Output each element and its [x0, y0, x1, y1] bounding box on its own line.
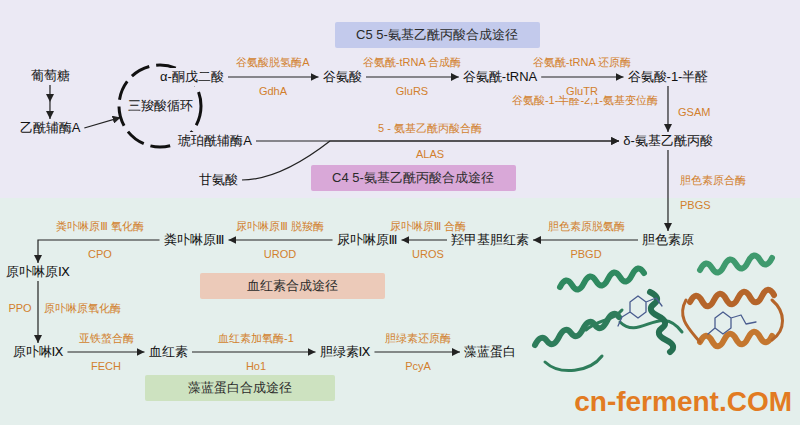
- metabolite: 胆绿素Ⅸ: [316, 343, 375, 361]
- node-text: 血红素合成途径: [247, 278, 338, 294]
- node-text: 血红素: [149, 344, 188, 359]
- enzyme-abbrev: GluRS: [394, 85, 430, 98]
- node-text: 谷氨酸-1-半醛: [628, 69, 709, 84]
- enzyme-label: 胆绿素还原酶: [383, 332, 453, 345]
- enzyme-label: 谷氨酰-tRNA 还原酶: [531, 56, 633, 69]
- enzyme-abbrev: UROD: [262, 248, 298, 261]
- enzyme-label: 谷氨酰-tRNA 合成酶: [361, 56, 463, 69]
- enzyme-label: 胆色素原合酶: [678, 174, 748, 187]
- arrow-connector: [228, 76, 319, 77]
- node-text: 乙酰辅酶A: [20, 120, 81, 135]
- node-text: C5 5-氨基乙酰丙酸合成途径: [356, 27, 518, 43]
- arrow-connector: [192, 351, 316, 352]
- enzyme-abbrev: PcyA: [403, 360, 433, 373]
- arrow-connector: [67, 351, 144, 352]
- enzyme-label: 谷氨酸脱氢酶A: [234, 56, 311, 69]
- arrow-connector: [228, 239, 332, 240]
- arrow-connector: [533, 239, 638, 240]
- enzyme-abbrev: FECH: [89, 360, 123, 373]
- metabolite: 尿卟啉原Ⅲ: [333, 231, 402, 249]
- metabolite: 葡萄糖: [27, 67, 74, 85]
- arrow-connector: [37, 281, 38, 343]
- enzyme-abbrev: ALAS: [414, 148, 446, 161]
- enzyme-abbrev: PPO: [6, 302, 33, 315]
- watermark: cn-ferment.COM: [574, 386, 792, 418]
- arrow-connector: [541, 76, 623, 77]
- enzyme-label: 原卟啉原氧化酶: [42, 302, 123, 315]
- enzyme-abbrev: PBGD: [568, 248, 603, 261]
- metabolite: 谷氨酸: [319, 68, 366, 86]
- metabolite: 琥珀酰辅酶A: [174, 132, 256, 150]
- arrow-connector: [374, 351, 460, 352]
- pathway-band: 藻蓝蛋白合成途径: [145, 375, 335, 401]
- node-text: 羟甲基胆红素: [451, 232, 529, 247]
- enzyme-abbrev: UROS: [410, 248, 446, 261]
- node-text: C4 5-氨基乙酰丙酸合成途径: [332, 170, 494, 186]
- enzyme-label: 血红素加氧酶-1: [216, 332, 296, 345]
- arrow-connector: [84, 117, 120, 128]
- metabolite: 粪卟啉原Ⅲ: [160, 231, 229, 249]
- enzyme-label: 尿卟啉原Ⅲ 脱羧酶: [234, 220, 326, 233]
- enzyme-label: 尿卟啉原Ⅲ 合酶: [388, 220, 469, 233]
- node-text: 甘氨酸: [199, 172, 238, 187]
- protein-structure: [535, 255, 783, 370]
- node-text: 粪卟啉原Ⅲ: [164, 232, 225, 247]
- arrow-connector: [667, 150, 668, 231]
- node-text: α-酮戊二酸: [160, 69, 224, 84]
- enzyme-abbrev: PBGS: [678, 199, 713, 212]
- arrow-connector: [667, 86, 668, 132]
- arrow-connector: [49, 85, 50, 119]
- enzyme-abbrev: CPO: [86, 248, 114, 261]
- enzyme-label: 胆色素原脱氨酶: [546, 220, 627, 233]
- metabolite: α-酮戊二酸: [156, 68, 228, 86]
- node-text: 原卟啉原Ⅸ: [6, 264, 70, 279]
- pathway-band: C5 5-氨基乙酰丙酸合成途径: [335, 22, 540, 48]
- metabolite: 原卟啉Ⅸ: [9, 343, 68, 361]
- node-text: 琥珀酰辅酶A: [178, 133, 252, 148]
- enzyme-abbrev: Ho1: [244, 360, 268, 373]
- enzyme-abbrev: GdhA: [257, 85, 289, 98]
- node-text: δ-氨基乙酰丙酸: [623, 133, 713, 148]
- metabolite: 羟甲基胆红素: [447, 231, 533, 249]
- enzyme-label: 亚铁螯合酶: [77, 332, 136, 345]
- metabolite: 胆色素原: [638, 231, 698, 249]
- metabolite: 谷氨酰-tRNA: [459, 68, 541, 86]
- metabolite: 甘氨酸: [195, 171, 242, 189]
- metabolite: 原卟啉原Ⅸ: [2, 263, 74, 281]
- pathway-band: 血红素合成途径: [200, 273, 385, 299]
- node-text: 胆色素原: [642, 232, 694, 247]
- node-text: 藻蓝蛋白合成途径: [188, 380, 292, 396]
- node-text: 谷氨酸: [323, 69, 362, 84]
- metabolite: 血红素: [145, 343, 192, 361]
- heme-region: [0, 198, 800, 425]
- metabolite: 谷氨酸-1-半醛: [624, 68, 713, 86]
- metabolite: 乙酰辅酶A: [16, 119, 85, 137]
- enzyme-label: 粪卟啉原Ⅲ 氧化酶: [54, 220, 146, 233]
- enzyme-abbrev: GluTR: [564, 85, 600, 98]
- metabolite: δ-氨基乙酰丙酸: [619, 132, 717, 150]
- node-text: 藻蓝蛋白: [464, 344, 516, 359]
- node-text: 三羧酸循环: [128, 98, 193, 114]
- node-text: 胆绿素Ⅸ: [320, 344, 371, 359]
- metabolite: 藻蓝蛋白: [460, 343, 520, 361]
- node-text: 谷氨酰-tRNA: [463, 69, 537, 84]
- arrow-connector: [401, 239, 447, 240]
- enzyme-label: 5 - 氨基乙酰丙酸合酶: [376, 122, 484, 135]
- node-text: 尿卟啉原Ⅲ: [337, 232, 398, 247]
- arrow-connector: [366, 76, 459, 77]
- c5-c4-region: [0, 0, 800, 198]
- node-text: 葡萄糖: [31, 68, 70, 83]
- enzyme-abbrev: GSAM: [676, 106, 712, 119]
- pathway-band: C4 5-氨基乙酰丙酸合成途径: [311, 165, 516, 191]
- node-text: 原卟啉Ⅸ: [13, 344, 64, 359]
- arrow-connector: [38, 240, 160, 263]
